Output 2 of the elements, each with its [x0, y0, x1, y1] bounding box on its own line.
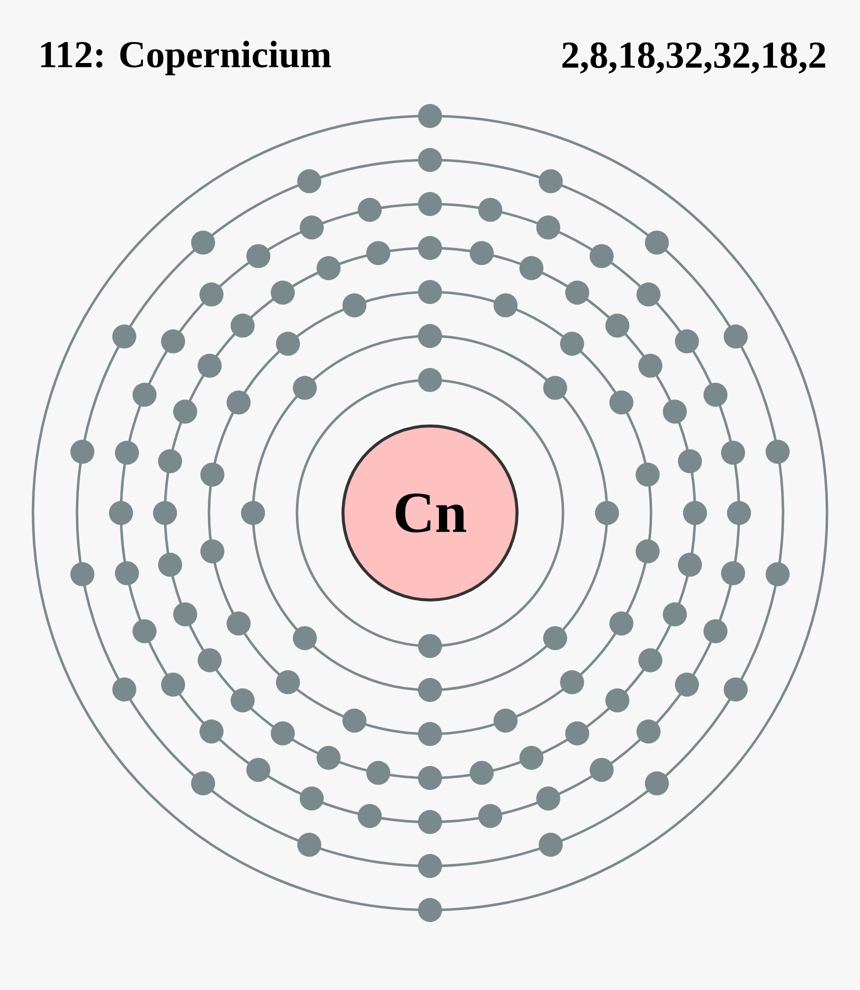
title: 112: Copernicium — [41, 40, 331, 76]
electron-configuration: 2,8,18,32,32,18,2 — [562, 42, 826, 74]
